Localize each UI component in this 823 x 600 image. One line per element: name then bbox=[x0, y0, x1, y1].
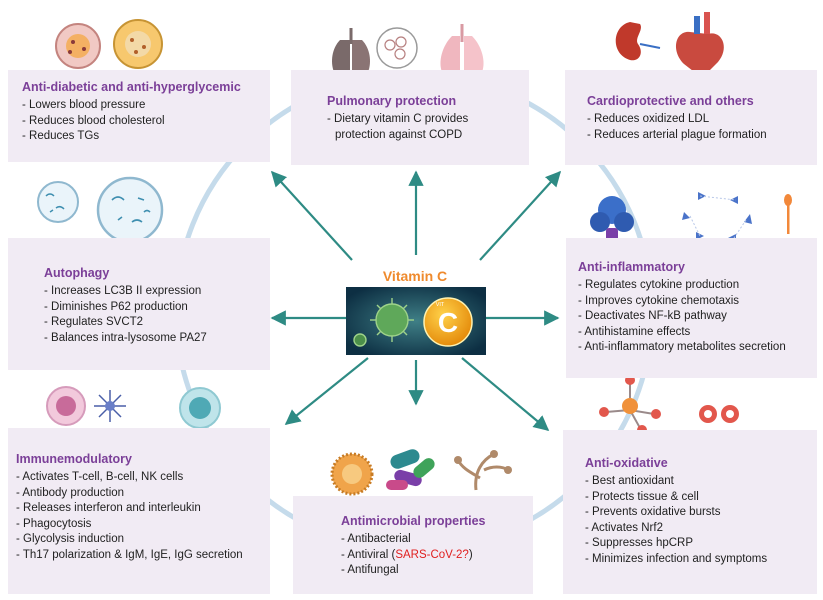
box-title: Cardioprotective and others bbox=[587, 94, 754, 108]
list-item: - Improves cytokine chemotaxis bbox=[578, 294, 740, 307]
box-title: Antimicrobial properties bbox=[341, 514, 486, 528]
virus-icon bbox=[353, 298, 414, 347]
kidney-heart-icons bbox=[615, 12, 724, 78]
list-item: - Antihistamine effects bbox=[578, 325, 691, 338]
list-item: - Activates Nrf2 bbox=[585, 521, 663, 534]
list-item: - Antibody production bbox=[16, 486, 125, 499]
box-antimicrobial: Antimicrobial properties - Antibacterial… bbox=[293, 496, 533, 594]
center-title: Vitamin C bbox=[382, 268, 448, 284]
petri-dish-icons bbox=[37, 176, 164, 244]
box-cardioprotective: Cardioprotective and others - Reduces ox… bbox=[565, 70, 817, 165]
list-item: - Regulates cytokine production bbox=[578, 279, 740, 291]
list-item: - Diminishes P62 production bbox=[44, 300, 188, 313]
list-item: - Glycolysis induction bbox=[16, 533, 125, 545]
list-item: - Reduces blood cholesterol bbox=[22, 114, 165, 127]
list-item: - Balances intra-lysosome PA27 bbox=[44, 331, 207, 344]
list-item: - Minimizes infection and symptoms bbox=[585, 552, 768, 565]
list-item: - Dietary vitamin C provides bbox=[327, 113, 469, 125]
list-item: - Antifungal bbox=[341, 564, 399, 576]
sars-cov-2-highlight: SARS-CoV-2? bbox=[395, 548, 469, 561]
arrow-to-cardio bbox=[479, 170, 562, 261]
pancreatic-islet-icons bbox=[55, 19, 163, 69]
list-item: - Releases interferon and interleukin bbox=[16, 502, 201, 514]
box-title: Immunemodulatory bbox=[16, 452, 132, 466]
list-item: - Antibacterial bbox=[341, 533, 411, 545]
vitamin-c-image: C VIT bbox=[346, 287, 486, 355]
list-item: - Reduces oxidized LDL bbox=[587, 113, 710, 125]
immune-cell-icons bbox=[46, 386, 221, 429]
box-pulmonary: Pulmonary protection - Dietary vitamin C… bbox=[291, 70, 529, 165]
box-anti-oxidative: Anti-oxidative - Best antioxidant - Prot… bbox=[563, 430, 817, 594]
box-title: Autophagy bbox=[44, 266, 110, 280]
box-anti-inflammatory: Anti-inflammatory - Regulates cytokine p… bbox=[566, 238, 817, 378]
list-item: - Regulates SVCT2 bbox=[44, 316, 144, 328]
antiviral-close: ) bbox=[468, 548, 473, 561]
list-item: - Phagocytosis bbox=[16, 517, 92, 530]
antiviral-label: - Antiviral ( bbox=[341, 548, 396, 561]
box-title: Anti-diabetic and anti-hyperglycemic bbox=[22, 80, 241, 94]
list-item: - Increases LC3B II expression bbox=[44, 285, 202, 297]
lung-icons bbox=[332, 24, 484, 72]
list-item: - Reduces TGs bbox=[22, 130, 100, 142]
box-autophagy: Autophagy - Increases LC3B II expression… bbox=[8, 238, 270, 370]
box-immunemodulatory: Immunemodulatory - Activates T-cell, B-c… bbox=[8, 428, 270, 594]
list-item: - Anti-inflammatory metabolites secretio… bbox=[578, 341, 786, 353]
list-item: - Suppresses hpCRP bbox=[585, 537, 694, 549]
list-item: - Prevents oxidative bursts bbox=[585, 506, 721, 518]
list-item: - Reduces arterial plague formation bbox=[587, 128, 767, 141]
list-item-antiviral: - Antiviral (SARS-CoV-2?) bbox=[341, 548, 523, 564]
cytokine-receptor-icons bbox=[590, 192, 792, 242]
box-title: Anti-oxidative bbox=[585, 456, 668, 470]
list-item: - Lowers blood pressure bbox=[22, 99, 146, 111]
arrow-to-diabetic bbox=[270, 170, 353, 261]
arrows bbox=[270, 170, 562, 431]
svg-text:VIT: VIT bbox=[436, 302, 445, 308]
list-item: - Activates T-cell, B-cell, NK cells bbox=[16, 471, 184, 483]
microbe-icons bbox=[330, 449, 512, 496]
list-item: - Deactivates NF-kB pathway bbox=[578, 310, 727, 322]
list-item: protection against COPD bbox=[335, 128, 463, 141]
oxygen-molecule-icons bbox=[599, 375, 739, 435]
list-item: - Th17 polarization & IgM, IgE, IgG secr… bbox=[16, 548, 243, 561]
svg-text:C: C bbox=[438, 307, 458, 338]
arrow-to-oxidative bbox=[461, 357, 550, 431]
box-title: Anti-inflammatory bbox=[578, 260, 685, 274]
list-item: - Protects tissue & cell bbox=[585, 490, 699, 503]
box-title: Pulmonary protection bbox=[327, 94, 457, 108]
list-item: - Best antioxidant bbox=[585, 475, 674, 487]
arrow-to-immuno bbox=[284, 357, 369, 425]
vitamin-c-badge-icon: C VIT bbox=[423, 297, 473, 347]
box-anti-diabetic: Anti-diabetic and anti-hyperglycemic - L… bbox=[8, 70, 270, 162]
